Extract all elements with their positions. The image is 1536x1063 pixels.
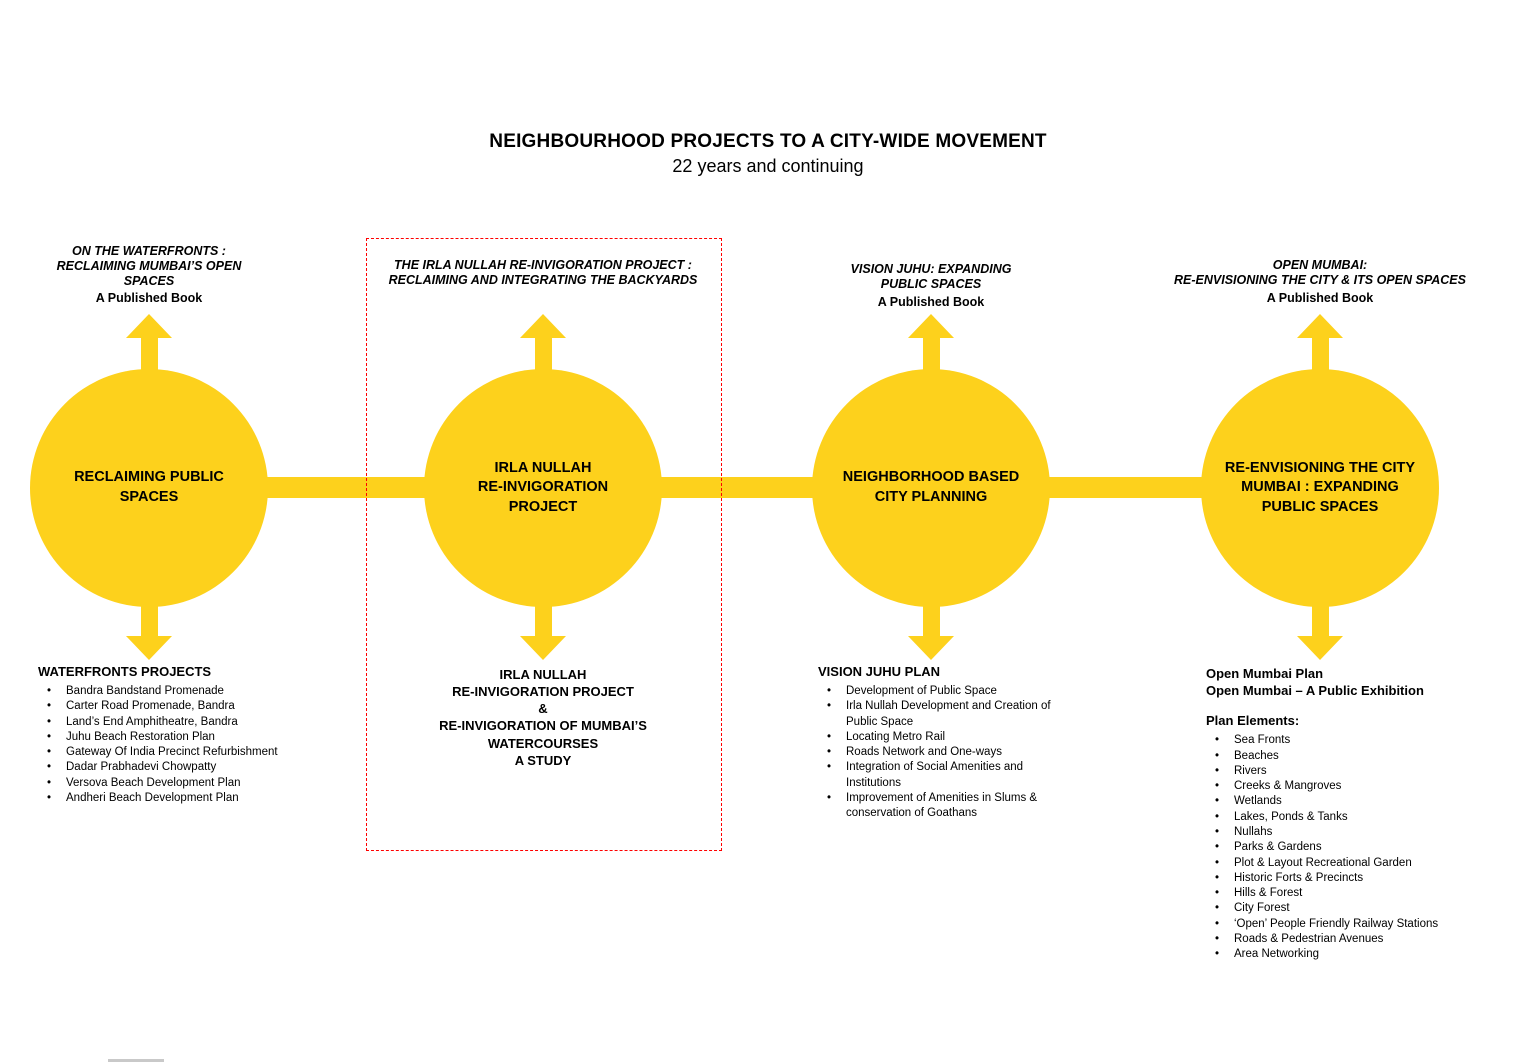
timeline-connector: [149, 477, 1320, 498]
list-item: Improvement of Amenities in Slums & cons…: [818, 791, 1074, 822]
list-item: Andheri Beach Development Plan: [38, 791, 290, 807]
col3-bottom-block: VISION JUHU PLAN Development of Public S…: [818, 664, 1074, 822]
arrow-stem: [140, 338, 158, 370]
list-item: Plot & Layout Recreational Garden: [1206, 856, 1486, 872]
list-item: Creeks & Mangroves: [1206, 779, 1486, 795]
col3-published-book: A Published Book: [877, 294, 985, 309]
arrow-head-icon: [520, 314, 566, 338]
node-irla-nullah-project: IRLA NULLAH RE-INVIGORATION PROJECT: [424, 369, 662, 607]
col4-up-arrow: [1297, 314, 1343, 370]
col3-top-label: VISION JUHU: EXPANDING PUBLIC SPACES A P…: [806, 262, 1056, 309]
col1-projects-list: Bandra Bandstand PromenadeCarter Road Pr…: [38, 684, 290, 807]
list-item: Roads Network and One-ways: [818, 745, 1074, 761]
list-item: Historic Forts & Precincts: [1206, 871, 1486, 887]
arrow-stem: [534, 604, 552, 636]
col2-down-arrow: [520, 604, 566, 660]
list-item: City Forest: [1206, 901, 1486, 917]
arrow-head-icon: [1297, 314, 1343, 338]
node-neighborhood-based-city-planning: NEIGHBORHOOD BASED CITY PLANNING: [812, 369, 1050, 607]
col2-circle-label: IRLA NULLAH RE-INVIGORATION PROJECT: [477, 459, 609, 515]
arrow-stem: [922, 604, 940, 636]
col1-circle-label: RECLAIMING PUBLIC SPACES: [74, 469, 224, 505]
spacer: [1206, 699, 1486, 713]
list-item: Parks & Gardens: [1206, 840, 1486, 856]
arrow-head-icon: [520, 636, 566, 660]
col3-up-arrow: [908, 314, 954, 370]
list-item: Carter Road Promenade, Bandra: [38, 699, 290, 715]
col2-top-label: THE IRLA NULLAH RE-INVIGORATION PROJECT …: [368, 258, 718, 288]
col2-bottom-text: IRLA NULLAH RE-INVIGORATION PROJECT & RE…: [439, 667, 647, 768]
arrow-stem: [1311, 604, 1329, 636]
col4-top-title: OPEN MUMBAI: RE-ENVISIONING THE CITY & I…: [1174, 258, 1466, 287]
col4-circle-label: RE-ENVISIONING THE CITY MUMBAI : EXPANDI…: [1224, 459, 1416, 515]
list-item: Gateway Of India Precinct Refurbishment: [38, 745, 290, 761]
arrow-head-icon: [126, 636, 172, 660]
arrow-head-icon: [1297, 636, 1343, 660]
col1-top-title: ON THE WATERFRONTS : RECLAIMING MUMBAI’S…: [56, 244, 242, 288]
list-item: Wetlands: [1206, 794, 1486, 810]
col4-down-arrow: [1297, 604, 1343, 660]
arrow-head-icon: [908, 314, 954, 338]
list-item: Roads & Pedestrian Avenues: [1206, 932, 1486, 948]
col3-plan-list: Development of Public SpaceIrla Nullah D…: [818, 684, 1074, 822]
list-item: Area Networking: [1206, 947, 1486, 963]
col4-published-book: A Published Book: [1266, 290, 1374, 305]
list-item: Land’s End Amphitheatre, Bandra: [38, 715, 290, 731]
col3-bottom-heading: VISION JUHU PLAN: [818, 664, 941, 679]
list-item: Beaches: [1206, 749, 1486, 765]
col1-bottom-block: WATERFRONTS PROJECTS Bandra Bandstand Pr…: [38, 664, 290, 807]
col1-top-label: ON THE WATERFRONTS : RECLAIMING MUMBAI’S…: [24, 244, 274, 306]
col4-bottom-block: Open Mumbai Plan Open Mumbai – A Public …: [1206, 666, 1486, 963]
page-edge-mark: [108, 1059, 164, 1062]
arrow-stem: [1311, 338, 1329, 370]
col1-down-arrow: [126, 604, 172, 660]
col4-top-label: OPEN MUMBAI: RE-ENVISIONING THE CITY & I…: [1140, 258, 1500, 305]
arrow-stem: [922, 338, 940, 370]
list-item: Irla Nullah Development and Creation of …: [818, 699, 1074, 730]
list-item: Sea Fronts: [1206, 733, 1486, 749]
col1-published-book: A Published Book: [95, 291, 203, 306]
col4-plan-elements-heading: Plan Elements:: [1206, 713, 1300, 729]
col1-up-arrow: [126, 314, 172, 370]
list-item: Hills & Forest: [1206, 886, 1486, 902]
list-item: Versova Beach Development Plan: [38, 776, 290, 792]
col3-top-title: VISION JUHU: EXPANDING PUBLIC SPACES: [850, 262, 1012, 291]
arrow-stem: [140, 604, 158, 636]
diagram-subtitle: 22 years and continuing: [672, 156, 864, 176]
list-item: Integration of Social Amenities and Inst…: [818, 760, 1074, 791]
list-item: Bandra Bandstand Promenade: [38, 684, 290, 700]
arrow-head-icon: [126, 314, 172, 338]
list-item: ‘Open’ People Friendly Railway Stations: [1206, 917, 1486, 933]
list-item: Rivers: [1206, 764, 1486, 780]
col1-bottom-heading: WATERFRONTS PROJECTS: [38, 664, 212, 679]
col3-circle-label: NEIGHBORHOOD BASED CITY PLANNING: [842, 469, 1020, 505]
list-item: Lakes, Ponds & Tanks: [1206, 810, 1486, 826]
node-re-envisioning-the-city: RE-ENVISIONING THE CITY MUMBAI : EXPANDI…: [1201, 369, 1439, 607]
title-block: NEIGHBOURHOOD PROJECTS TO A CITY-WIDE MO…: [0, 131, 1536, 177]
arrow-stem: [534, 338, 552, 370]
col4-plan-elements-list: Sea FrontsBeachesRiversCreeks & Mangrove…: [1206, 733, 1486, 963]
node-reclaiming-public-spaces: RECLAIMING PUBLIC SPACES: [30, 369, 268, 607]
arrow-head-icon: [908, 636, 954, 660]
list-item: Juhu Beach Restoration Plan: [38, 730, 290, 746]
list-item: Locating Metro Rail: [818, 730, 1074, 746]
list-item: Dadar Prabhadevi Chowpatty: [38, 760, 290, 776]
col2-top-title: THE IRLA NULLAH RE-INVIGORATION PROJECT …: [388, 258, 698, 287]
list-item: Nullahs: [1206, 825, 1486, 841]
col2-up-arrow: [520, 314, 566, 370]
list-item: Development of Public Space: [818, 684, 1074, 700]
diagram-title: NEIGHBOURHOOD PROJECTS TO A CITY-WIDE MO…: [489, 131, 1047, 152]
col4-bottom-heading: Open Mumbai Plan Open Mumbai – A Public …: [1206, 666, 1424, 698]
col3-down-arrow: [908, 604, 954, 660]
